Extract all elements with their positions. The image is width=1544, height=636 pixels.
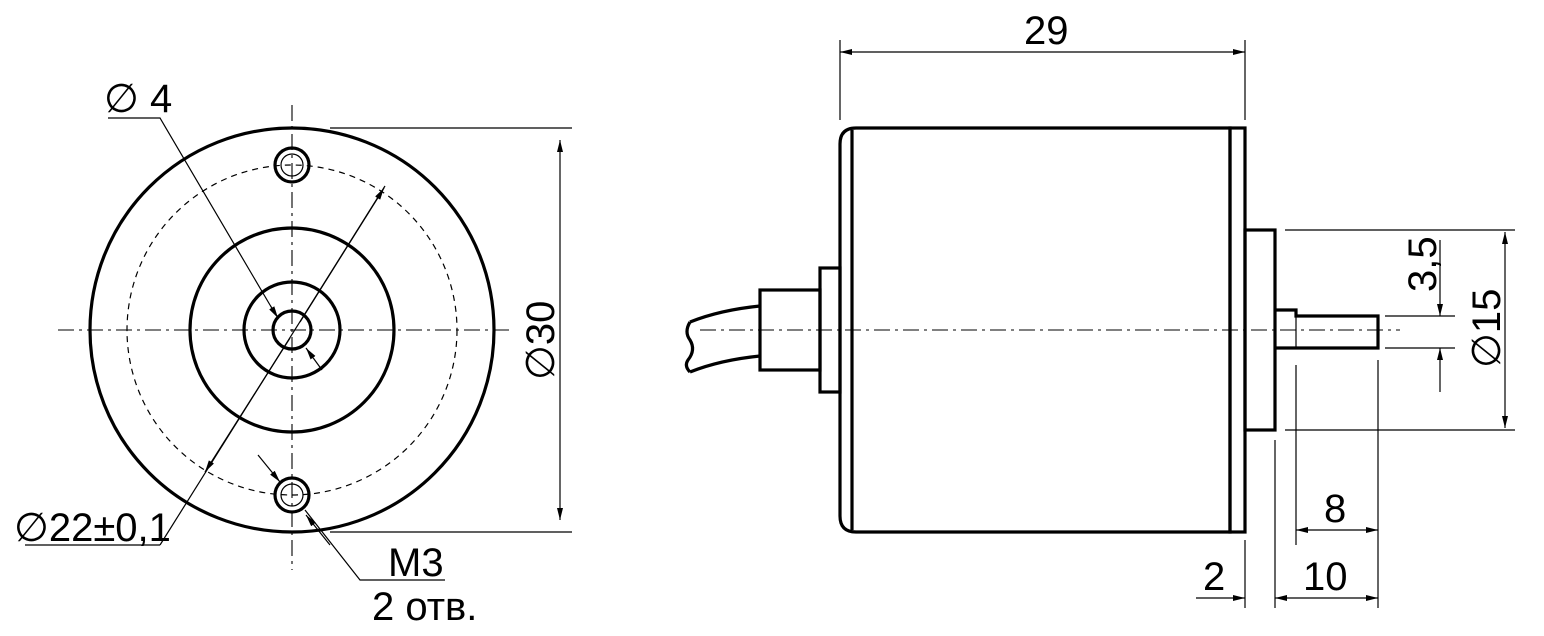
shaft-total-label: 10 (1303, 555, 1348, 599)
cable-break (684, 321, 695, 374)
cable-gland (758, 288, 822, 372)
flat-label: 3,5 (1401, 236, 1445, 292)
thread-leader (304, 509, 445, 581)
front-view: ∅ 4 ∅30 ∅22±0,1 M3 2 отв. (14, 77, 572, 629)
mounting-hole-top (273, 146, 311, 184)
hole-count-label: 2 отв. (372, 585, 477, 629)
shaft-length-label: 8 (1324, 487, 1346, 531)
hole-diameter-leader (108, 117, 271, 306)
motor-body (838, 126, 1232, 534)
cable (689, 304, 761, 374)
side-view: 29 ∅15 3,5 8 10 2 (684, 9, 1515, 608)
flange-label: 2 (1203, 555, 1225, 599)
shaft-circle (271, 309, 313, 351)
pilot-diameter-label: ∅15 (1465, 289, 1509, 368)
pilot-circle (188, 226, 396, 434)
thread-label: M3 (388, 541, 444, 585)
shaft (1275, 308, 1380, 350)
hole-diameter-label: ∅ 4 (104, 77, 172, 121)
body-diameter-label: ∅30 (519, 301, 563, 380)
hub-circle (242, 280, 342, 380)
body-outer-circle (88, 126, 496, 534)
mounting-hole-bottom (273, 476, 311, 514)
bolt-circle (126, 164, 458, 496)
pilot-boss (1243, 228, 1277, 432)
length-label: 29 (1024, 9, 1069, 53)
bolt-circle-label: ∅22±0,1 (14, 506, 171, 550)
